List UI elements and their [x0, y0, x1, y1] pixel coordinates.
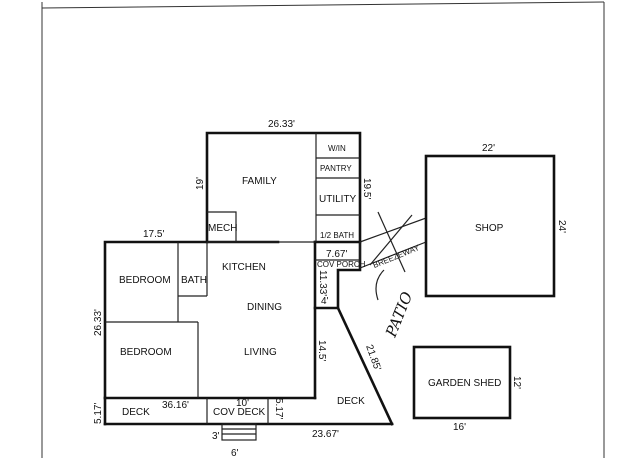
- breezeway-cross-1: [377, 211, 406, 273]
- patio-annotation: PATIO: [375, 269, 417, 340]
- dim-shop-depth: 24': [556, 220, 567, 233]
- dim-shop-width: 22': [482, 143, 495, 154]
- stairs-outline: [221, 423, 257, 441]
- dim-step-4: 4': [321, 296, 329, 307]
- breezeway-cross-2: [369, 214, 413, 266]
- mech-closet: [207, 211, 237, 242]
- shop-label: SHOP: [475, 223, 504, 234]
- deck-left-label: DECK: [122, 407, 150, 418]
- dining-label: DINING: [247, 302, 282, 313]
- kitchen-label: KITCHEN: [222, 262, 266, 273]
- dim-utility-height: 19.5': [361, 178, 372, 199]
- breezeway: BREEZEWAY: [359, 211, 427, 273]
- dim-cov-deck-width: 10': [236, 398, 249, 409]
- deck-right-label: DECK: [337, 396, 365, 407]
- garden-shed-label: GARDEN SHED: [428, 378, 501, 389]
- dim-top-width: 26.33': [268, 119, 295, 130]
- dim-bottom-right: 23.67': [312, 429, 339, 440]
- dim-deck-length: 36.16': [162, 400, 189, 411]
- dim-shed-width: 16': [453, 422, 466, 433]
- bedroom-1-label: BEDROOM: [119, 275, 171, 286]
- angled-deck-wall: [336, 306, 394, 426]
- win-label: W/IN: [328, 144, 346, 153]
- dim-shed-depth: 12': [511, 376, 522, 389]
- cov-porch-wall: [313, 240, 362, 310]
- dim-deck-depth-left: 5.17': [93, 403, 104, 424]
- cov-porch-label: COV PORCH: [317, 260, 366, 269]
- dimension-labels: 26.33' 19' 19.5' 17.5' 26.33' 7.67' 11.3…: [93, 119, 567, 459]
- upper-wing-wall: [205, 131, 362, 244]
- dim-step-3: 3': [212, 431, 220, 442]
- cov-deck-label: COV DECK: [213, 407, 266, 418]
- page-border-top-edge: [41, 1, 605, 9]
- dim-porch-depth: 11.33': [317, 270, 328, 296]
- family-label: FAMILY: [242, 176, 277, 187]
- dim-left-wing-width: 17.5': [143, 229, 164, 240]
- bath-label: BATH: [181, 275, 207, 286]
- dim-stair-width: 6': [231, 448, 239, 459]
- dim-porch-width: 7.67': [326, 249, 347, 260]
- breezeway-label: BREEZEWAY: [372, 243, 422, 270]
- dim-left-wing-height: 26.33': [93, 309, 104, 336]
- dim-family-height: 19': [195, 177, 206, 190]
- half-bath-label: 1/2 BATH: [320, 231, 354, 240]
- patio-label: PATIO: [382, 289, 417, 340]
- room-labels: FAMILY W/IN PANTRY UTILITY 1/2 BATH MECH…: [119, 144, 366, 418]
- pantry-label: PANTRY: [320, 164, 352, 173]
- garden-shed: [412, 345, 512, 420]
- front-stairs: [221, 423, 257, 441]
- bedroom-2-label: BEDROOM: [120, 347, 172, 358]
- dim-living-right: 14.5': [316, 340, 327, 361]
- dim-cov-deck-depth: 5.17': [273, 398, 284, 419]
- living-label: LIVING: [244, 347, 277, 358]
- interior-walls: [105, 133, 360, 398]
- mech-label: MECH: [208, 223, 237, 234]
- shop-building: [424, 154, 556, 298]
- patio-stroke: [375, 269, 385, 301]
- utility-label: UTILITY: [319, 194, 357, 205]
